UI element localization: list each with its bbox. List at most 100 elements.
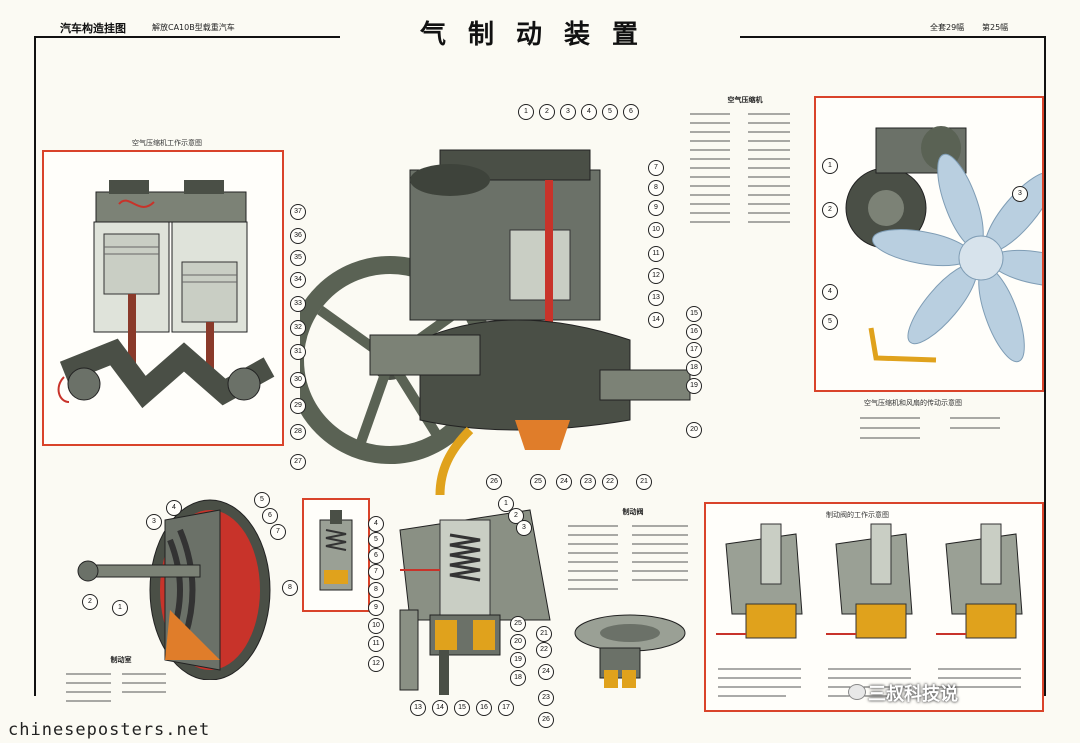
drive-callout: 4 [822,284,838,300]
fan-drive-illustration [845,126,1042,363]
callout: 4 [581,104,597,120]
drive-callout: 2 [822,202,838,218]
callout: 14 [648,312,664,328]
chamber-callout: 2 [82,594,98,610]
brake-valve-legend: 制动阀 [568,508,698,603]
callout: 13 [648,290,664,306]
valve-callout: 26 [538,712,554,728]
valve-callout: 24 [538,664,554,680]
callout: 33 [290,296,306,312]
callout: 10 [648,222,664,238]
watermark: 三叔科技说 [868,684,958,705]
callout: 36 [290,228,306,244]
brake-valve-legend-title: 制动阀 [622,508,644,516]
callout: 30 [290,372,306,388]
callout: 11 [648,246,664,262]
drive-callout: 5 [822,314,838,330]
compressor-working-caption: 空气压缩机工作示意图 [132,139,202,147]
callout: 26 [486,474,502,490]
compressor-legend-title: 空气压缩机 [727,96,763,104]
valve-working-panel: 制动阀的工作示意图 [704,502,1044,712]
valve-callout: 3 [516,520,532,536]
chamber-callout: 3 [146,514,162,530]
callout: 23 [580,474,596,490]
callout: 3 [560,104,576,120]
callout: 37 [290,204,306,220]
valve-callout: 10 [368,618,384,634]
valve-callout: 23 [538,690,554,706]
frame-right-rule [1044,36,1046,696]
sheet-number: 第25幅 [982,23,1009,32]
compressor-working-illustration [57,180,275,409]
valve-callout: 18 [510,670,526,686]
page-title: 气制动装置 [340,14,740,50]
callout: 31 [290,344,306,360]
callout: 8 [648,180,664,196]
series-title: 汽车构造挂图 [60,22,126,35]
callout: 6 [623,104,639,120]
valve-callout: 11 [368,636,384,652]
chamber-callout: 4 [166,500,182,516]
valve-callout: 4 [368,516,384,532]
compressor-working-panel: 空气压缩机工作示意图 [42,139,284,446]
valve-callout: 21 [536,626,552,642]
callout: 12 [648,268,664,284]
frame-left-rule [34,36,36,696]
compressor-drive-panel: 1 2 3 4 5 [814,96,1044,392]
brake-chamber-legend-lines [66,673,166,702]
brake-valve-detail-panel [302,498,370,612]
chamber-callout: 8 [282,580,298,596]
valve-callout: 15 [454,700,470,716]
series-subtitle: 解放CA10B型载重汽车 [152,23,235,32]
valve-callout: 12 [368,656,384,672]
callout: 28 [290,424,306,440]
valve-callout: 1 [498,496,514,512]
valve-working-illustration [716,523,1023,697]
valve-callout: 20 [510,634,526,650]
valve-callout: 13 [410,700,426,716]
callout: 1 [518,104,534,120]
valve-callout: 14 [432,700,448,716]
brake-chamber-legend: 制动室 [66,656,176,707]
callout: 5 [602,104,618,120]
callout: 32 [290,320,306,336]
valve-callout: 25 [510,616,526,632]
brake-chamber-legend-title: 制动室 [110,656,132,664]
compressor-legend: 空气压缩机 [690,96,800,241]
callout: 18 [686,360,702,376]
air-compressor-cutaway [300,149,691,496]
chamber-callout: 6 [262,508,278,524]
valve-callout: 17 [498,700,514,716]
valve-callout: 22 [536,642,552,658]
brake-valve-detail-illustration [319,510,353,591]
valve-callout: 9 [368,600,384,616]
chamber-callout: 5 [254,492,270,508]
callout: 22 [602,474,618,490]
chamber-callout: 1 [112,600,128,616]
valve-working-caption: 制动阀的工作示意图 [826,511,889,519]
wechat-icon [848,684,866,700]
drive-callout: 3 [1012,186,1028,202]
callout: 9 [648,200,664,216]
valve-callout: 7 [368,564,384,580]
chamber-callout: 7 [270,524,286,540]
drive-callout: 1 [822,158,838,174]
callout: 35 [290,250,306,266]
brake-valve-legend-lines [568,525,688,590]
brake-chamber-illustration [77,499,271,680]
valve-callout: 8 [368,582,384,598]
callout: 7 [648,160,664,176]
valve-callout: 16 [476,700,492,716]
callout: 25 [530,474,546,490]
callout: 16 [686,324,702,340]
valve-cover-illustration [574,614,686,688]
drive-legend-lines [860,417,1000,439]
compressor-drive-caption: 空气压缩机和风扇的传动示意图 [864,399,962,407]
callout: 19 [686,378,702,394]
callout: 20 [686,422,702,438]
callout: 21 [636,474,652,490]
source-footer: chineseposters.net [8,720,211,740]
valve-callout: 19 [510,652,526,668]
valve-callout: 6 [368,548,384,564]
brake-valve-illustration [399,509,551,695]
